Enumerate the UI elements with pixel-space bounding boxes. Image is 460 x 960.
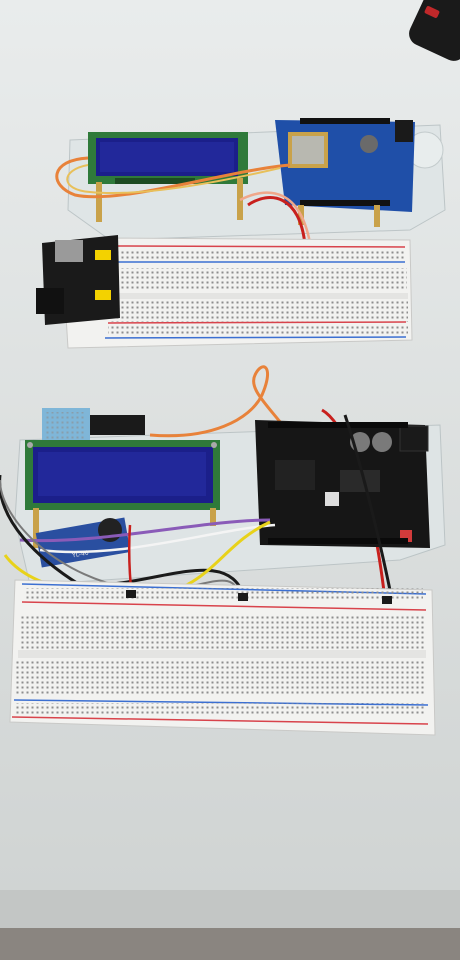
- wire-peach: [239, 191, 312, 244]
- rtc-module-label: YL-40: [71, 550, 90, 560]
- standoff: [96, 182, 102, 222]
- floor: [0, 928, 460, 960]
- bottom-uno-board: [255, 420, 430, 548]
- top-setup: [36, 118, 446, 349]
- standoff: [33, 508, 39, 548]
- table-edge: [0, 890, 460, 930]
- wire-white: [39, 523, 276, 554]
- bottom-setup: YL-40: [0, 365, 446, 736]
- wire-black-2: [343, 414, 394, 601]
- remote-control: [409, 0, 460, 61]
- bottom-dht-sensor: [42, 408, 145, 443]
- bottom-lcd-display: [25, 440, 220, 510]
- standoff: [210, 508, 216, 526]
- wire-end: [382, 596, 392, 604]
- wire-end: [126, 590, 136, 598]
- top-power-module: [36, 235, 120, 325]
- top-wifi-board: [275, 118, 415, 212]
- wire-red: [247, 196, 307, 246]
- wire-orange: [55, 156, 291, 199]
- standoff: [374, 205, 380, 227]
- wire-purple: [19, 518, 271, 543]
- wire-end: [238, 593, 248, 601]
- wire-yellow: [66, 164, 281, 194]
- top-breadboard: [64, 237, 413, 349]
- bottom-breadboard: [9, 579, 436, 736]
